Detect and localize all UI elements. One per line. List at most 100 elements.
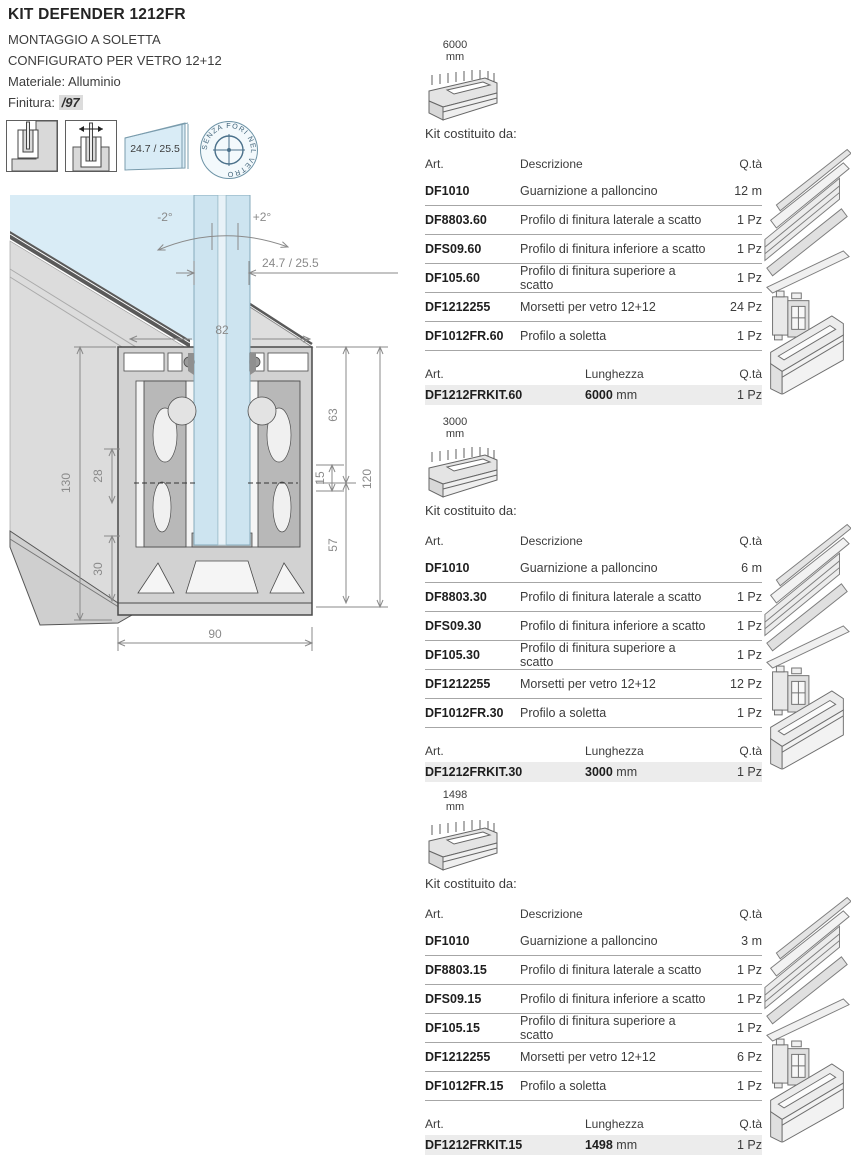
kit-section-6000: 6000 mm Kit costituito da: Art. Descrizi… bbox=[425, 36, 762, 405]
summary-header-row: Art. Lunghezza Q.tà bbox=[425, 741, 762, 762]
table-header-row: Art. Descrizione Q.tà bbox=[425, 530, 762, 554]
kit-summary: Art. Lunghezza Q.tà DF1212FRKIT.60 6000 … bbox=[425, 364, 762, 405]
col-qty: Q.tà bbox=[739, 367, 762, 381]
row-qty: 1 Pz bbox=[736, 242, 762, 256]
side-mount-icon bbox=[6, 120, 58, 172]
dim-angle-neg: -2° bbox=[157, 210, 173, 224]
row-desc: Morsetti per vetro 12+12 bbox=[520, 677, 656, 691]
length-unit: mm bbox=[445, 801, 465, 813]
dim-inner-upper: 28 bbox=[91, 469, 105, 483]
row-art: DF8803.15 bbox=[425, 963, 487, 977]
row-desc: Guarnizione a palloncino bbox=[520, 561, 658, 575]
dim-right-total: 120 bbox=[360, 469, 374, 489]
col-art: Art. bbox=[425, 744, 444, 758]
subtitle-glass-config: CONFIGURATO PER VETRO 12+12 bbox=[8, 53, 222, 68]
row-desc: Profilo di finitura inferiore a scatto bbox=[520, 242, 706, 256]
col-art: Art. bbox=[425, 1117, 444, 1131]
row-art: DF1010 bbox=[425, 934, 470, 948]
col-desc: Descrizione bbox=[520, 157, 583, 171]
row-qty: 1 Pz bbox=[736, 648, 762, 662]
subtitle-mounting: MONTAGGIO A SOLETTA bbox=[8, 32, 161, 47]
summary-header-row: Art. Lunghezza Q.tà bbox=[425, 364, 762, 385]
row-desc: Profilo di finitura inferiore a scatto bbox=[520, 619, 706, 633]
summary-qty: 1 Pz bbox=[736, 765, 762, 779]
length-icon-6000: 6000 mm bbox=[427, 36, 762, 126]
col-art: Art. bbox=[425, 367, 444, 381]
length-icon-3000: 3000 mm bbox=[427, 413, 762, 503]
profile-perspective-right bbox=[249, 306, 314, 348]
summary-row: DF1212FRKIT.60 6000 mm 1 Pz bbox=[425, 385, 762, 405]
no-holes-badge-icon: SENZA FORI NEL VETRO bbox=[200, 121, 258, 179]
row-art: DF1012FR.15 bbox=[425, 1079, 504, 1093]
summary-row: DF1212FRKIT.30 3000 mm 1 Pz bbox=[425, 762, 762, 782]
table-header-row: Art. Descrizione Q.tà bbox=[425, 903, 762, 927]
dim-right-upper: 63 bbox=[326, 408, 340, 422]
col-qty: Q.tà bbox=[739, 157, 762, 171]
row-qty: 24 Pz bbox=[730, 300, 762, 314]
row-desc: Profilo di finitura inferiore a scatto bbox=[520, 992, 706, 1006]
row-art: DF1012FR.30 bbox=[425, 706, 504, 720]
dim-angle-pos: +2° bbox=[253, 210, 272, 224]
col-length: Lunghezza bbox=[585, 1117, 644, 1131]
summary-length: 3000 mm bbox=[585, 765, 710, 779]
row-qty: 1 Pz bbox=[736, 963, 762, 977]
profile-ruler-icon bbox=[427, 440, 537, 500]
row-desc: Morsetti per vetro 12+12 bbox=[520, 1050, 656, 1064]
length-value: 1498 bbox=[442, 789, 468, 801]
summary-length-unit: mm bbox=[612, 765, 638, 779]
kit-components-image-3 bbox=[763, 890, 851, 1148]
col-length: Lunghezza bbox=[585, 367, 644, 381]
summary-art: DF1212FRKIT.30 bbox=[425, 765, 523, 779]
dim-inner-lower: 30 bbox=[91, 562, 105, 576]
summary-length-value: 3000 bbox=[585, 765, 613, 779]
row-qty: 1 Pz bbox=[736, 213, 762, 227]
material-line: Materiale: Alluminio bbox=[8, 71, 222, 92]
adjustable-mount-icon bbox=[65, 120, 117, 172]
kit-summary: Art. Lunghezza Q.tà DF1212FRKIT.15 1498 … bbox=[425, 1114, 762, 1155]
row-art: DF105.30 bbox=[425, 648, 480, 662]
row-art: DF1010 bbox=[425, 561, 470, 575]
feature-icons-row: 24.7 / 25.5 SENZA FORI NEL VETRO bbox=[6, 120, 259, 180]
row-desc: Profilo di finitura superiore a scatto bbox=[520, 264, 676, 292]
row-art: DF1010 bbox=[425, 184, 470, 198]
kit-intro: Kit costituito da: bbox=[425, 126, 517, 141]
row-qty: 12 m bbox=[734, 184, 762, 198]
row-art: DFS09.60 bbox=[425, 242, 482, 256]
dimension-labels: -2° +2° 24.7 / 25.5 82 130 28 30 15 63 5… bbox=[59, 210, 374, 641]
length-icon-1498: 1498 mm bbox=[427, 786, 762, 876]
finish-line: Finitura: /97 bbox=[8, 92, 222, 113]
row-desc: Profilo di finitura laterale a scatto bbox=[520, 213, 702, 227]
dim-right-mid: 15 bbox=[313, 471, 327, 485]
glass-panes bbox=[193, 195, 251, 546]
col-qty: Q.tà bbox=[739, 744, 762, 758]
table-row: DFS09.60 Profilo di finitura inferiore a … bbox=[425, 235, 762, 264]
row-desc: Profilo di finitura laterale a scatto bbox=[520, 590, 702, 604]
summary-qty: 1 Pz bbox=[736, 1138, 762, 1152]
length-value: 3000 bbox=[442, 416, 468, 428]
summary-length-unit: mm bbox=[612, 388, 638, 402]
dim-top-width: 82 bbox=[215, 323, 229, 337]
summary-length-unit: mm bbox=[612, 1138, 638, 1152]
row-qty: 12 Pz bbox=[730, 677, 762, 691]
row-art: DF105.60 bbox=[425, 271, 480, 285]
dimension-lines bbox=[74, 223, 398, 651]
profile-ruler-icon bbox=[427, 63, 537, 123]
summary-length-value: 6000 bbox=[585, 388, 613, 402]
summary-length: 1498 mm bbox=[585, 1138, 710, 1152]
glass-thickness-icon: 24.7 / 25.5 bbox=[124, 122, 189, 171]
glass-backdrop bbox=[10, 195, 250, 345]
kit-intro: Kit costituito da: bbox=[425, 876, 517, 891]
